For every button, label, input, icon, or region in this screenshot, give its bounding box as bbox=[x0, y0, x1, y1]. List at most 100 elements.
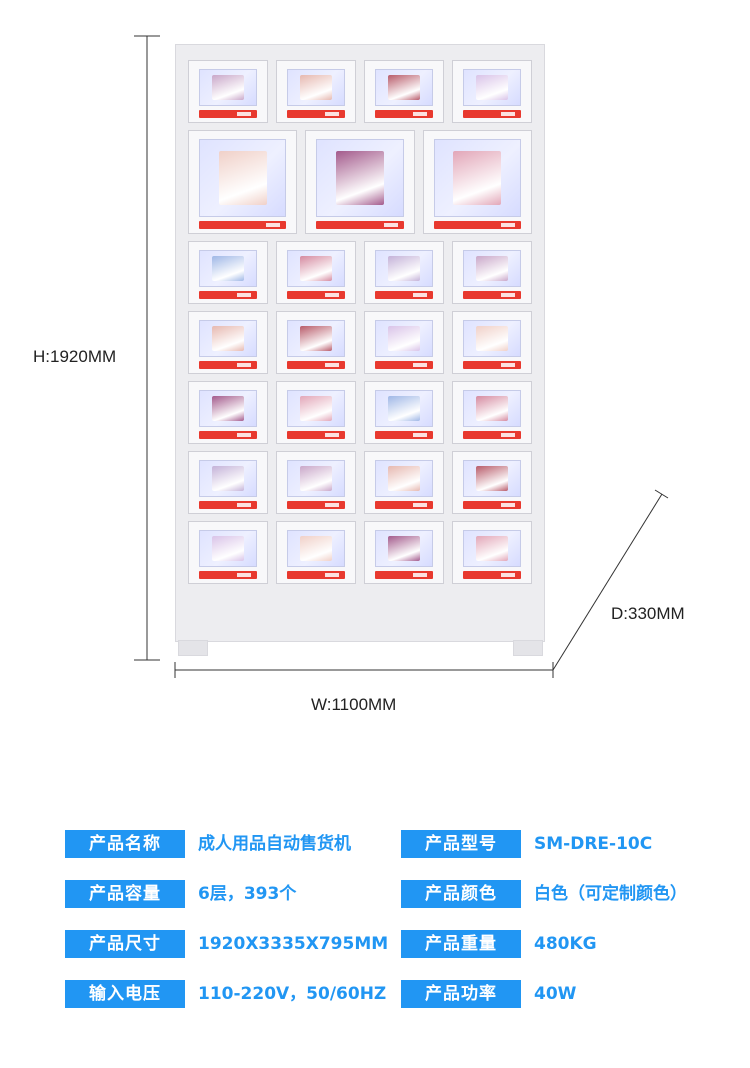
cabinet-leg-right bbox=[513, 640, 543, 656]
compartment[interactable] bbox=[276, 60, 356, 123]
product-image bbox=[212, 255, 244, 282]
product-image bbox=[300, 395, 332, 422]
compartment-window bbox=[375, 390, 433, 427]
compartment-window bbox=[199, 139, 287, 217]
product-image bbox=[300, 74, 332, 101]
compartment[interactable] bbox=[276, 451, 356, 514]
compartment-window bbox=[463, 69, 521, 106]
dimension-lines bbox=[134, 35, 669, 678]
spec-value-capacity: 6层，393个 bbox=[198, 884, 297, 904]
spec-value-weight: 480KG bbox=[534, 934, 597, 954]
price-tag bbox=[199, 431, 257, 439]
compartment[interactable] bbox=[364, 451, 444, 514]
price-tag bbox=[287, 361, 345, 369]
compartment-window bbox=[199, 250, 257, 287]
price-tag bbox=[375, 361, 433, 369]
compartment-window bbox=[287, 530, 345, 567]
product-image bbox=[476, 325, 508, 352]
spec-value-model: SM-DRE-10C bbox=[534, 834, 653, 854]
product-image bbox=[300, 535, 332, 562]
compartment[interactable] bbox=[364, 60, 444, 123]
product-image bbox=[300, 255, 332, 282]
compartment[interactable] bbox=[276, 521, 356, 584]
compartment[interactable] bbox=[188, 311, 268, 374]
compartment[interactable] bbox=[364, 521, 444, 584]
spec-label-color: 产品颜色 bbox=[401, 880, 521, 908]
spec-value-size: 1920X3335X795MM bbox=[198, 934, 389, 954]
depth-label: D:330MM bbox=[611, 604, 685, 623]
price-tag bbox=[199, 291, 257, 299]
product-image bbox=[388, 465, 420, 492]
compartment-window bbox=[375, 69, 433, 106]
height-label: H:1920MM bbox=[33, 347, 117, 366]
compartment[interactable] bbox=[452, 311, 532, 374]
compartment-window bbox=[463, 390, 521, 427]
compartment[interactable] bbox=[452, 241, 532, 304]
compartment-row bbox=[188, 451, 532, 514]
compartment-window bbox=[199, 460, 257, 497]
product-image bbox=[212, 535, 244, 562]
compartment[interactable] bbox=[305, 130, 415, 234]
spec-value-voltage: 110-220V，50/60HZ bbox=[198, 984, 387, 1004]
price-tag bbox=[433, 221, 521, 229]
price-tag bbox=[375, 501, 433, 509]
cabinet-leg-left bbox=[178, 640, 208, 656]
compartment-row bbox=[188, 60, 532, 123]
compartment[interactable] bbox=[276, 311, 356, 374]
compartment[interactable] bbox=[188, 130, 298, 234]
product-image bbox=[218, 150, 267, 206]
compartment-window bbox=[375, 320, 433, 357]
product-image bbox=[476, 465, 508, 492]
compartment-window bbox=[463, 250, 521, 287]
price-tag bbox=[375, 431, 433, 439]
price-tag bbox=[463, 291, 521, 299]
compartment[interactable] bbox=[188, 60, 268, 123]
compartment-window bbox=[433, 139, 521, 217]
compartment[interactable] bbox=[452, 60, 532, 123]
compartment-window bbox=[287, 320, 345, 357]
compartment[interactable] bbox=[276, 241, 356, 304]
compartment-window bbox=[199, 530, 257, 567]
spec-value-name: 成人用品自动售货机 bbox=[198, 834, 351, 854]
compartment-window bbox=[287, 390, 345, 427]
compartment-window bbox=[287, 69, 345, 106]
spec-row: 产品名称 成人用品自动售货机 产品型号 SM-DRE-10C bbox=[65, 830, 705, 858]
compartment-window bbox=[375, 250, 433, 287]
compartment[interactable] bbox=[452, 451, 532, 514]
product-image bbox=[212, 74, 244, 101]
product-image bbox=[388, 535, 420, 562]
compartment-row bbox=[188, 311, 532, 374]
compartment[interactable] bbox=[452, 381, 532, 444]
compartment-window bbox=[375, 530, 433, 567]
compartment[interactable] bbox=[364, 381, 444, 444]
product-image bbox=[300, 325, 332, 352]
price-tag bbox=[463, 431, 521, 439]
compartment[interactable] bbox=[422, 130, 532, 234]
compartment-window bbox=[287, 250, 345, 287]
compartment[interactable] bbox=[452, 521, 532, 584]
price-tag bbox=[287, 431, 345, 439]
compartment[interactable] bbox=[188, 451, 268, 514]
compartment-row bbox=[188, 521, 532, 584]
compartment[interactable] bbox=[364, 241, 444, 304]
spec-row: 输入电压 110-220V，50/60HZ 产品功率 40W bbox=[65, 980, 705, 1008]
product-image bbox=[212, 395, 244, 422]
compartment[interactable] bbox=[276, 381, 356, 444]
compartment-window bbox=[463, 460, 521, 497]
price-tag bbox=[287, 501, 345, 509]
price-tag bbox=[287, 571, 345, 579]
compartment[interactable] bbox=[188, 381, 268, 444]
product-image bbox=[336, 150, 384, 206]
price-tag bbox=[463, 501, 521, 509]
compartment-window bbox=[199, 390, 257, 427]
product-image bbox=[388, 74, 420, 101]
price-tag bbox=[375, 291, 433, 299]
product-image bbox=[476, 74, 508, 101]
compartment[interactable] bbox=[188, 241, 268, 304]
compartment-window bbox=[199, 320, 257, 357]
spec-label-size: 产品尺寸 bbox=[65, 930, 185, 958]
compartment[interactable] bbox=[364, 311, 444, 374]
compartment[interactable] bbox=[188, 521, 268, 584]
product-image bbox=[388, 255, 420, 282]
compartment-row bbox=[188, 130, 532, 234]
